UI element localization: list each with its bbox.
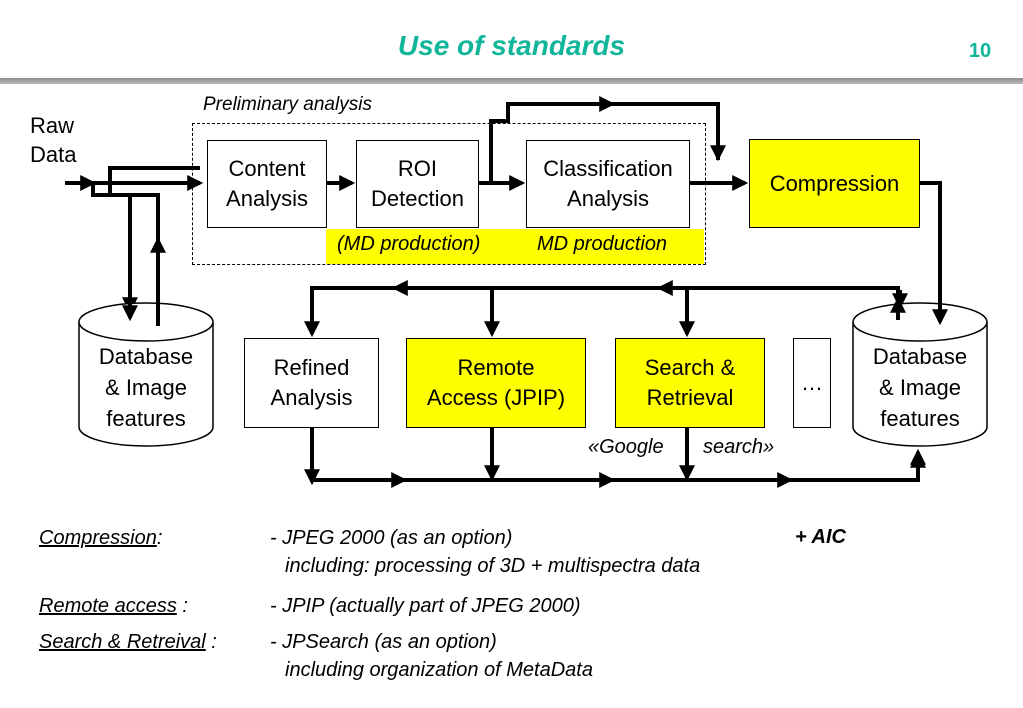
bypass-line bbox=[489, 102, 720, 183]
note-aic: + AIC bbox=[795, 526, 846, 548]
note-search-label: Search & Retreival : bbox=[39, 631, 217, 653]
left-db-return-line bbox=[110, 193, 160, 240]
note-compression-line2: including: processing of 3D + multispect… bbox=[285, 555, 701, 577]
title-divider bbox=[0, 78, 1023, 84]
compression-to-db-arrow bbox=[920, 181, 948, 324]
left-database-cylinder bbox=[78, 302, 214, 447]
page-number: 10 bbox=[968, 40, 992, 62]
google-label-right: search» bbox=[703, 436, 775, 458]
top-bus-line bbox=[304, 286, 900, 338]
note-compression-label: Compression: bbox=[39, 527, 163, 549]
note-remote-label: Remote access : bbox=[39, 595, 188, 617]
md-production-band bbox=[326, 229, 704, 264]
to-left-db-arrow bbox=[110, 193, 138, 314]
left-database-label: Database & Image features bbox=[98, 344, 194, 431]
preliminary-analysis-label: Preliminary analysis bbox=[203, 94, 372, 115]
note-remote-line1: - JPIP (actually part of JPEG 2000) bbox=[270, 595, 581, 617]
search-retrieval-box: Search &Retrieval bbox=[615, 338, 765, 428]
slide-title: Use of standards bbox=[397, 30, 626, 61]
compression-box: Compression bbox=[749, 139, 920, 228]
note-search-line2: including organization of MetaData bbox=[285, 659, 593, 681]
md-production-label: MD production bbox=[537, 233, 668, 255]
google-label-left: «Google bbox=[588, 436, 664, 458]
md-production-paren-label: (MD production) bbox=[337, 233, 481, 255]
note-compression-line1: - JPEG 2000 (as an option) bbox=[270, 527, 513, 549]
more-services-box: … bbox=[793, 338, 831, 428]
preliminary-analysis-frame bbox=[192, 123, 706, 265]
raw-data-label: Raw Data bbox=[30, 113, 77, 167]
note-search-line1: - JPSearch (as an option) bbox=[270, 631, 497, 653]
right-database-label: Database & Image features bbox=[872, 344, 968, 431]
right-database-cylinder bbox=[852, 302, 988, 447]
